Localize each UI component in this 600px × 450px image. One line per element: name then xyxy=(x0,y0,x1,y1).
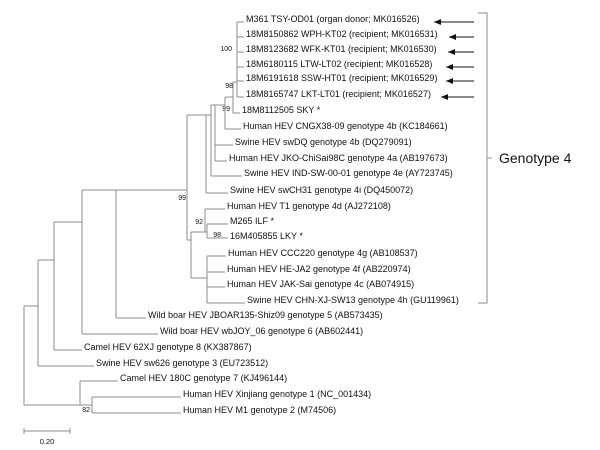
scale-bar: 0.20 xyxy=(23,428,71,446)
leaf-label: 18M6191618 SSW-HT01 (recipient; MK016529… xyxy=(246,73,437,83)
leaf-label: Swine HEV CHN-XJ-SW13 genotype 4h (GU119… xyxy=(247,295,459,305)
arrow-icon xyxy=(446,64,474,70)
leaf-label: Human HEV M1 genotype 2 (M74506) xyxy=(183,405,336,415)
leaf-label: Camel HEV 62XJ genotype 8 (KX387867) xyxy=(84,342,252,352)
leaf-label: Human HEV T1 genotype 4d (AJ272108) xyxy=(227,201,391,211)
tree-branch xyxy=(236,21,244,98)
leaf-label: 18M6180115 LTW-LT02 (recipient; MK016528… xyxy=(246,59,432,69)
clade-label: Genotype 4 xyxy=(499,150,572,166)
tree-branch xyxy=(23,305,80,406)
scale-bar-line xyxy=(23,428,71,434)
tree-branch xyxy=(205,115,228,194)
tree-branch xyxy=(232,81,240,114)
leaf-label: Camel HEV 180C genotype 7 (KJ496144) xyxy=(120,373,287,383)
tree-branch xyxy=(37,259,94,367)
tree-branches xyxy=(23,21,245,414)
bootstrap-values: 100 98 99 99 92 98 82 xyxy=(82,46,233,414)
bootstrap-value: 99 xyxy=(222,106,230,113)
leaf-label: 18M8150862 WPH-KT02 (recipient; MK016531… xyxy=(246,29,438,39)
leaf-label: 16M405855 LKY * xyxy=(230,231,303,241)
tree-branch xyxy=(81,189,158,335)
bootstrap-value: 92 xyxy=(195,219,203,226)
tree-branch xyxy=(215,96,241,130)
tree-branch xyxy=(204,208,225,232)
leaf-labels: M361 TSY-OD01 (organ donor; MK016526) 18… xyxy=(84,14,459,415)
bootstrap-value: 98 xyxy=(213,232,221,239)
tree-branch xyxy=(210,104,242,177)
tree-branch xyxy=(115,190,146,319)
arrow-icon xyxy=(434,19,474,25)
leaf-label: M265 ILF * xyxy=(230,216,275,226)
bootstrap-value: 98 xyxy=(225,83,233,90)
scale-bar-label: 0.20 xyxy=(40,437,55,446)
leaf-label: Human HEV JAK-Sai genotype 4c (AB074915) xyxy=(227,279,414,289)
leaf-label: Human HEV Xinjiang genotype 1 (NC_001434… xyxy=(183,389,371,399)
leaf-label: 18M8165747 LKT-LT01 (recipient; MK016527… xyxy=(246,89,431,99)
tree-branch xyxy=(91,396,181,414)
bootstrap-value: 100 xyxy=(220,46,232,53)
tree-branch xyxy=(186,114,206,241)
leaf-label: Human HEV HE-JA2 genotype 4f (AB220974) xyxy=(227,264,411,274)
tree-branch xyxy=(214,144,233,162)
leaf-label: Swine HEV swCH31 genotype 4i (DQ450072) xyxy=(230,185,413,195)
leaf-label: Swine HEV IND-SW-00-01 genotype 4e (AY72… xyxy=(244,168,453,178)
bootstrap-value: 82 xyxy=(82,407,90,414)
leaf-label: M361 TSY-OD01 (organ donor; MK016526) xyxy=(246,14,420,24)
leaf-label: Swine HEV sw626 genotype 3 (EU723512) xyxy=(96,358,268,368)
leaf-label: Wild boar HEV JBOAR135-Shiz09 genotype 5… xyxy=(148,310,383,320)
leaf-label: Swine HEV swDQ genotype 4b (DQ279091) xyxy=(235,137,412,147)
arrow-icon xyxy=(448,49,474,55)
tree-branch xyxy=(79,380,118,406)
clade-bracket xyxy=(478,12,492,304)
tree-branch xyxy=(53,221,82,351)
case-arrows xyxy=(434,19,474,100)
leaf-label: Human HEV JKO-ChiSai98C genotype 4a (AB1… xyxy=(229,153,448,163)
leaf-label: 18M8123682 WFK-KT01 (recipient; MK016530… xyxy=(246,44,437,54)
arrow-icon xyxy=(449,34,474,40)
leaf-label: Wild boar HEV wbJOY_06 genotype 6 (AB602… xyxy=(160,326,363,336)
tree-branch xyxy=(205,223,228,239)
leaf-label: 18M8112505 SKY * xyxy=(242,105,321,115)
leaf-label: Human HEV CCC220 genotype 4g (AB108537) xyxy=(228,248,418,258)
leaf-label: Human HEV CNGX38-09 genotype 4b (KC18466… xyxy=(243,121,448,131)
arrow-icon xyxy=(446,78,474,84)
arrow-icon xyxy=(441,94,474,100)
bootstrap-value: 99 xyxy=(178,195,186,202)
tree-branch xyxy=(190,231,207,279)
tree-branch xyxy=(206,255,245,304)
